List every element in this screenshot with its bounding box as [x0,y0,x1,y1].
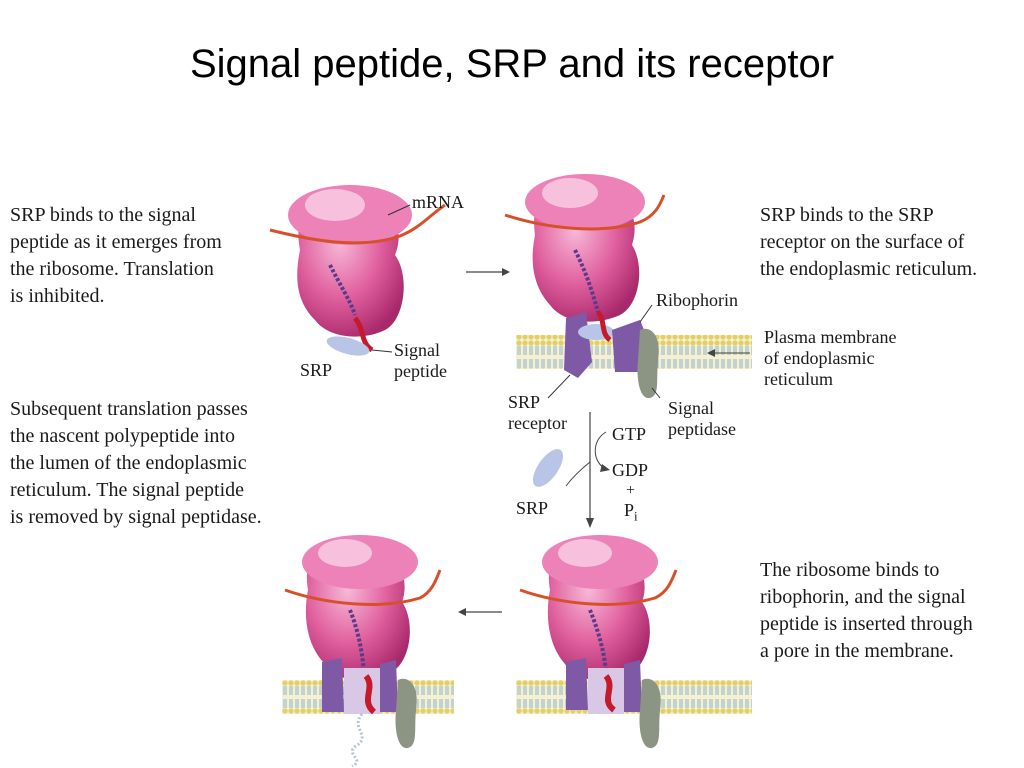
ribosome-step4 [302,535,418,681]
polypeptide-step1 [328,264,357,316]
ribosome-step3 [542,535,658,681]
signal-peptidase-step4 [395,678,417,749]
gtp-cycle-arrows [565,412,610,528]
arrow-membrane-label [707,349,750,357]
arrow-step3-to-step4 [458,608,502,616]
ribophorin-left-step3 [566,658,588,710]
arrow-step1-to-step2 [466,268,510,276]
ribophorin-leader-line [639,304,653,323]
caption-step4: Subsequent translation passes the nascen… [10,398,262,528]
signal-peptide-step3 [603,674,617,713]
label-pi-main: P [624,500,635,520]
caption-step3: The ribosome binds to ribophorin, and th… [760,559,973,662]
polypeptide-step4 [348,609,366,673]
signal-peptide-step2 [595,310,612,342]
label-plus: + [626,482,636,499]
label-srp-step1: SRP [300,360,333,380]
mrna-strand-step1 [269,203,446,245]
signal-peptidase-step2 [637,328,659,399]
label-srp-released: SRP [516,498,549,518]
srp-particle-step1 [326,336,370,356]
label-srp-receptor: SRP receptor [508,392,567,433]
label-signal-peptide: Signal peptide [394,340,447,381]
caption-step2: SRP binds to the SRP receptor on the sur… [760,204,978,280]
label-pi: Pi [624,500,638,527]
polypeptide-step3 [588,609,608,673]
mrna-leader-line [387,204,411,216]
label-gtp: GTP [612,424,647,444]
signal-peptide-step4 [363,674,377,715]
label-ribophorin: Ribophorin [656,290,739,310]
label-pi-sub: i [634,508,638,524]
page-title: Signal peptide, SRP and its receptor [189,42,835,86]
ribosome-step2 [525,174,645,322]
pore-step4 [344,668,380,714]
ribophorin-left-step4 [322,658,344,712]
nascent-chain-lumen [350,713,364,768]
mrna-strand-step2 [504,194,666,231]
polypeptide-step2 [573,249,600,313]
mrna-strand-step4 [284,569,442,606]
caption-step1: SRP binds to the signal peptide as it em… [10,204,222,307]
ribosome-step1 [288,185,412,337]
receptor-leader-line [547,374,571,399]
peptidase-leader-line [651,387,661,399]
signal-peptide-step1 [352,316,374,353]
label-gdp: GDP [612,460,649,480]
label-plasma-membrane: Plasma membrane of endoplasmic reticulum [764,327,897,389]
label-mrna: mRNA [412,192,465,212]
mrna-strand-step3 [519,569,678,606]
signal-peptide-leader-line [371,349,393,353]
signal-peptidase-step3 [639,678,661,749]
label-signal-peptidase: Signal peptidase [668,398,736,439]
ribophorin-right-step3 [624,660,642,712]
ribophorin-right-step4 [380,660,398,712]
srp-released [532,449,564,487]
